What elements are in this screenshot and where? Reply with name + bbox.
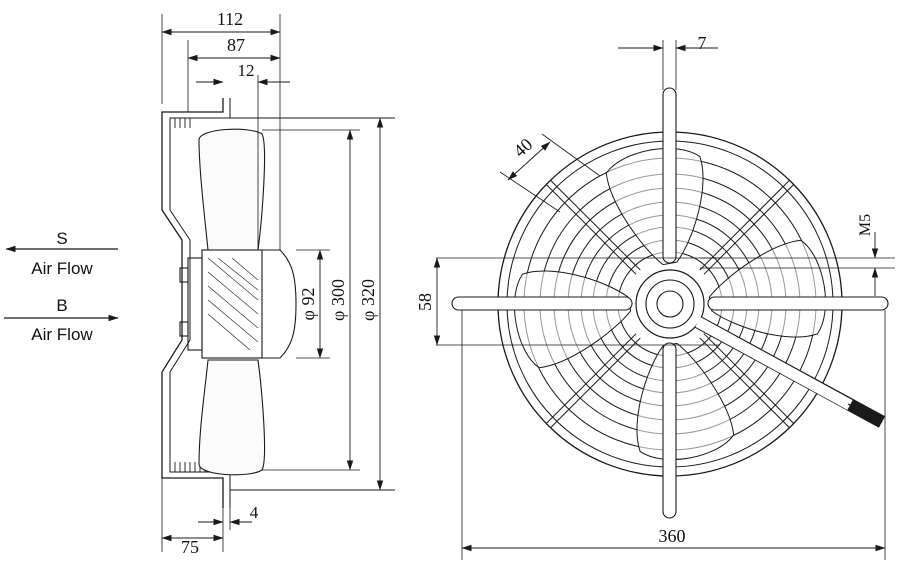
front-blade: [605, 148, 704, 266]
rotation-arrow-head: [847, 403, 883, 423]
arm-top: [662, 87, 677, 264]
blade-upper: [198, 128, 266, 251]
guard-spoke: [703, 184, 795, 275]
front-blade: [708, 239, 826, 338]
dim-phi92: φ 92: [298, 288, 318, 321]
guard-spoke: [699, 337, 790, 429]
dim-m5: M5: [857, 214, 874, 236]
dim-7: 7: [698, 33, 707, 53]
dim-12: 12: [238, 61, 255, 80]
dim-58: 58: [415, 293, 435, 311]
guard-spoke: [699, 179, 790, 271]
airflow-b-label: B: [56, 296, 67, 315]
side-view-dimension-labels: 112 87 12 75 4 φ 92 φ 300 φ 320: [181, 9, 378, 557]
bolt-upper: [179, 267, 189, 283]
guard-spoke: [550, 337, 641, 429]
hub-mid: [645, 279, 695, 329]
guard-spokes: [545, 179, 795, 429]
airflow-b-text: Air Flow: [31, 325, 93, 344]
front-blades: [514, 148, 826, 460]
motor-body: [201, 249, 263, 359]
hub-nose: [262, 249, 297, 359]
motor-hatching: [207, 257, 259, 351]
dim-40: 40: [510, 134, 537, 161]
guard-spoke: [550, 179, 641, 271]
arm-bottom: [662, 342, 677, 519]
rotation-arrow-shaft: [695, 317, 853, 410]
dim-phi320: φ 320: [358, 279, 378, 321]
airflow-s-label: S: [56, 229, 67, 248]
dim-360: 360: [659, 526, 686, 546]
guard-spoke: [545, 333, 637, 424]
dim-87: 87: [227, 35, 245, 55]
frame-outline: [161, 98, 224, 508]
arm-left: [451, 296, 633, 311]
dim-75: 75: [181, 537, 199, 557]
dim-4: 4: [250, 503, 259, 522]
guard-spoke: [703, 333, 795, 424]
hub-inner: [656, 290, 684, 318]
dim-line-40: [507, 141, 551, 181]
dim-112: 112: [217, 9, 243, 29]
bolt-lower: [179, 321, 189, 337]
front-view: [433, 40, 895, 560]
guard-spoke: [545, 184, 637, 275]
front-blade: [514, 270, 632, 369]
dim-phi300: φ 300: [328, 279, 348, 321]
airflow-s-text: Air Flow: [31, 259, 93, 278]
blade-lower: [198, 359, 266, 476]
side-view: [161, 14, 395, 552]
arm-right: [707, 296, 889, 311]
airflow-indicators: S Air Flow B Air Flow: [4, 229, 119, 344]
front-blade: [636, 342, 735, 460]
